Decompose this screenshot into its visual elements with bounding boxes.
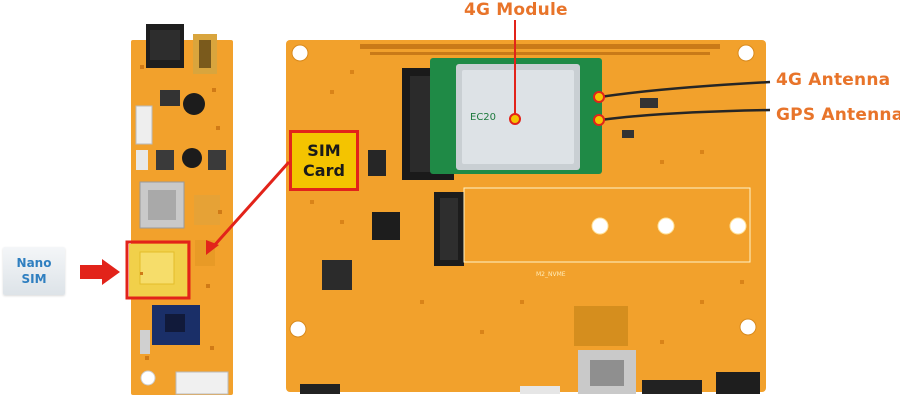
sim-card-line1: SIM — [307, 140, 341, 160]
callout-leaders — [80, 20, 605, 300]
sim-card-line2: Card — [303, 160, 345, 180]
nano-sim-line1: Nano — [16, 256, 52, 270]
nano-sim-line2: SIM — [21, 272, 47, 286]
antenna-4g-label: 4G Antenna — [776, 70, 891, 90]
sim-card-label-box: SIM Card — [289, 130, 359, 191]
main-board: EC20 M2_NVME — [286, 40, 771, 394]
module-label: 4G Module — [464, 0, 568, 20]
nano-sim-badge: Nano SIM — [3, 247, 65, 295]
side-board — [129, 24, 233, 395]
antenna-gps-label: GPS Antenna — [776, 105, 900, 125]
slot-silkscreen: M2_NVME — [536, 271, 566, 278]
nano-sim-highlight — [125, 240, 191, 300]
nano-arrow — [80, 259, 120, 285]
module-silkscreen: EC20 — [470, 112, 496, 123]
